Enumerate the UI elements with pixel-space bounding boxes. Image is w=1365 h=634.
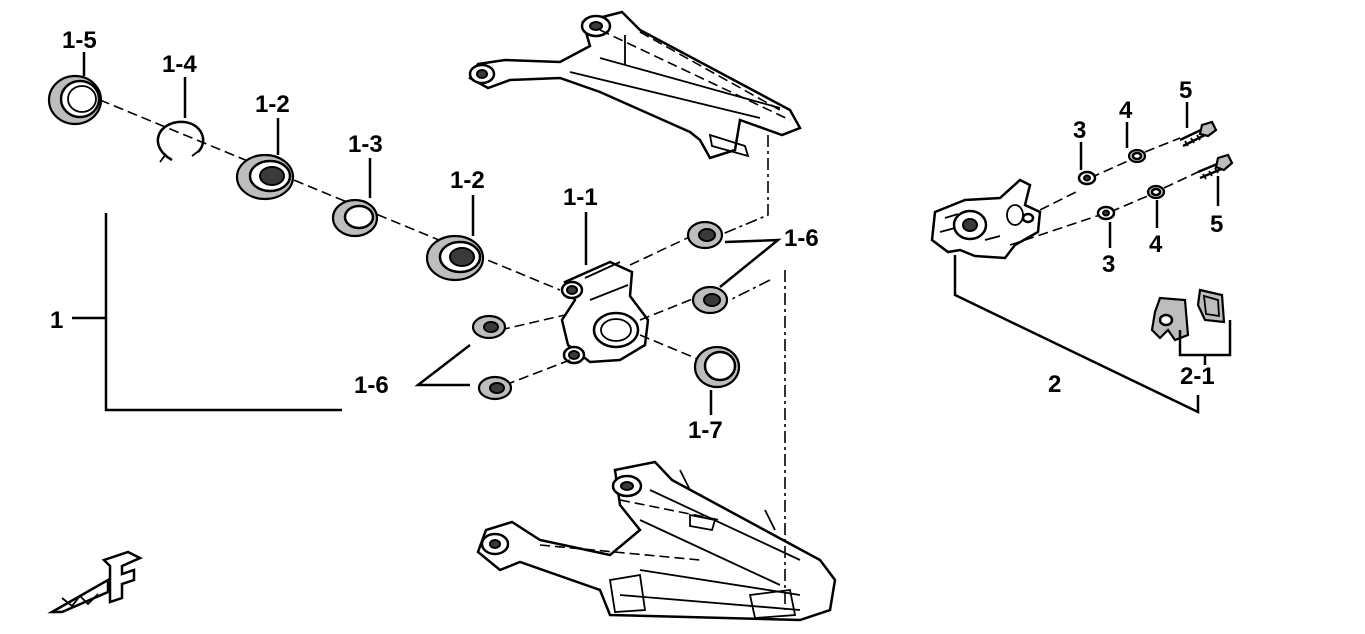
callout-1-2-b: 1-2 xyxy=(450,167,485,194)
callout-1-3: 1-3 xyxy=(348,131,383,158)
callout-1-6-bottom: 1-6 xyxy=(354,372,389,399)
callout-2-1: 2-1 xyxy=(1180,363,1215,390)
dust-seal xyxy=(47,74,103,126)
callout-1-2-a: 1-2 xyxy=(255,91,290,118)
callout-4-bottom: 4 xyxy=(1149,231,1163,258)
circlip xyxy=(156,120,205,163)
bolts xyxy=(1144,120,1234,189)
washers xyxy=(1077,170,1116,221)
oil-seal xyxy=(331,198,379,238)
bearing-a xyxy=(235,153,295,201)
callout-1-7: 1-7 xyxy=(688,417,723,444)
upper-arm xyxy=(468,10,802,160)
bushings xyxy=(471,220,729,401)
callout-3-top: 3 xyxy=(1073,117,1086,144)
lower-arm xyxy=(476,460,837,622)
leader-lines xyxy=(72,52,1232,415)
callout-1: 1 xyxy=(50,307,63,334)
nuts xyxy=(1127,148,1166,200)
callout-1-4: 1-4 xyxy=(162,51,197,78)
callout-1-1: 1-1 xyxy=(563,184,598,211)
callout-1-5: 1-5 xyxy=(62,27,97,54)
brake-caliper xyxy=(930,178,1042,260)
callout-3-bottom: 3 xyxy=(1102,251,1115,278)
callout-5-top: 5 xyxy=(1179,77,1192,104)
ring xyxy=(693,345,741,389)
callout-2: 2 xyxy=(1048,371,1061,398)
callout-5-bottom: 5 xyxy=(1210,211,1223,238)
knuckle xyxy=(560,260,650,365)
callout-4-top: 4 xyxy=(1119,97,1133,124)
brake-pads xyxy=(1150,288,1226,342)
bearing-b xyxy=(425,234,485,282)
front-arrow-icon: F xyxy=(47,550,143,614)
callout-1-6-top: 1-6 xyxy=(784,225,819,252)
